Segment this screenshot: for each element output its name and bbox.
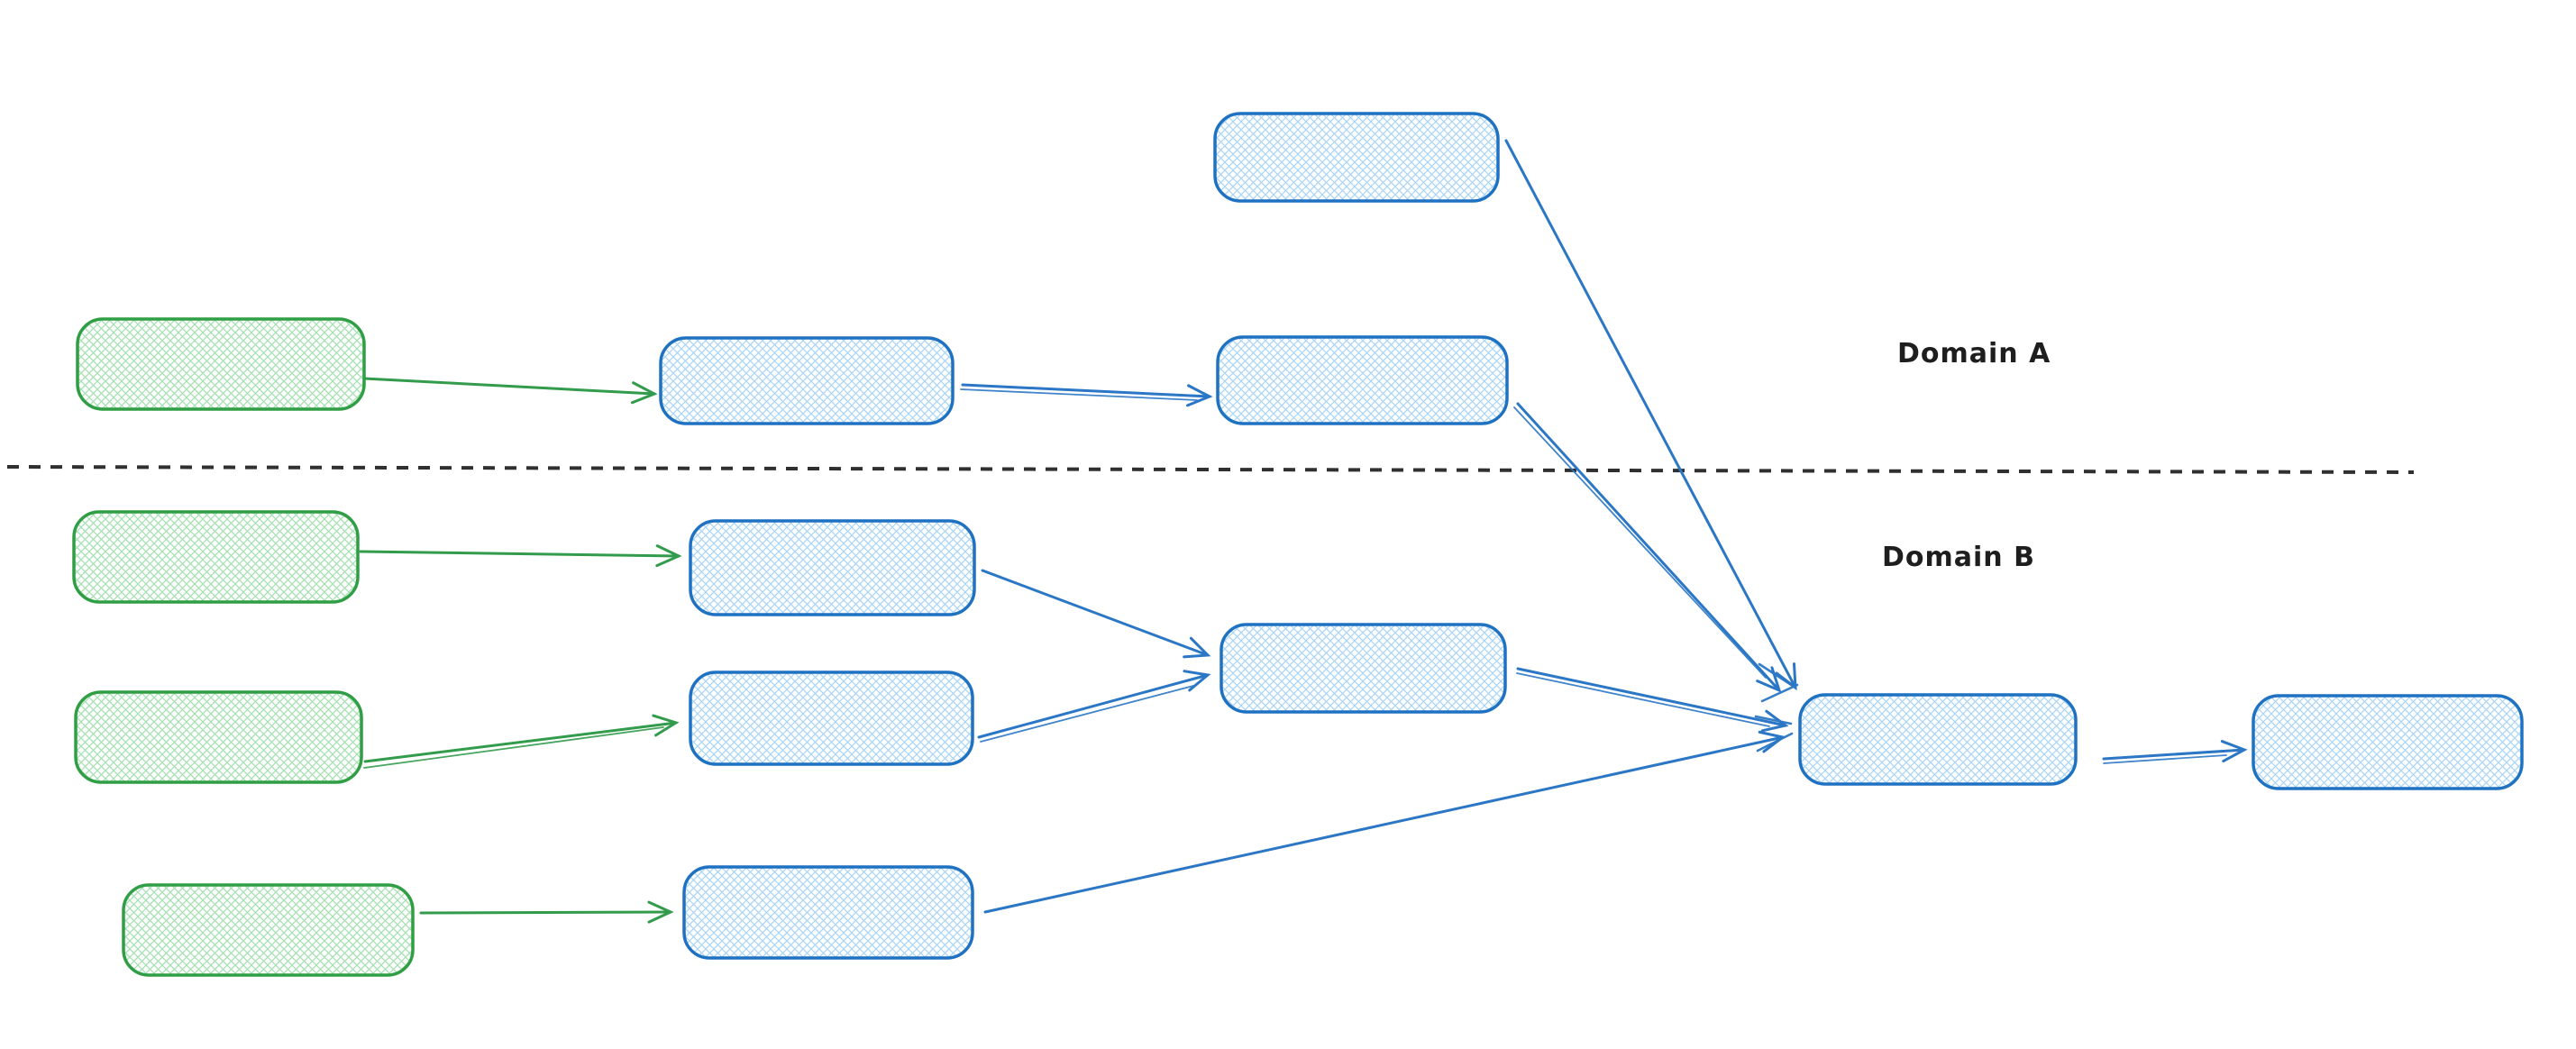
node-domain-a-source[interactable] — [76, 317, 366, 411]
arrow-shaft — [419, 900, 674, 924]
arrow-shaft — [363, 714, 680, 763]
arrow-domain-b-step-2-to-merge[interactable] — [977, 670, 1211, 743]
arrow-domain-b-merge-to-hub[interactable] — [1516, 667, 1789, 733]
sketch-stroke — [1756, 732, 1794, 753]
sketch-stroke — [1754, 715, 1793, 725]
arrow-sketch-stroke — [980, 685, 1194, 743]
arrow-shaft — [977, 670, 1211, 739]
sketch-stroke — [1760, 683, 1799, 703]
arrow-domain-b-step-1-to-merge[interactable] — [981, 569, 1211, 659]
node-domain-b-step-3[interactable] — [682, 865, 974, 960]
node-domain-b-source-1[interactable] — [72, 510, 360, 604]
arrow-shaft — [961, 383, 1213, 407]
arrow-shaft — [981, 569, 1211, 659]
arrow-domain-b-source-3-to-step-3[interactable] — [419, 900, 674, 924]
node-domain-a-top[interactable] — [1213, 112, 1500, 203]
arrow-shaft — [2102, 740, 2248, 763]
arrow-sketch-stroke — [1516, 672, 1770, 727]
arrow-domain-b-source-2-to-step-2[interactable] — [363, 714, 680, 769]
arrow-shaft — [983, 730, 1786, 914]
arrow-shaft — [359, 544, 682, 568]
arrow-sketch-stroke — [363, 726, 664, 769]
label-domain-a[interactable]: Domain A — [1897, 338, 2051, 369]
node-domain-b-step-1[interactable] — [689, 519, 976, 616]
node-domain-b-source-2[interactable] — [74, 690, 363, 784]
arrow-sketch-stroke — [960, 388, 1198, 401]
node-domain-b-step-2[interactable] — [689, 670, 974, 766]
arrow-hub-to-output[interactable] — [2102, 740, 2248, 764]
arrow-sketch-stroke — [2103, 754, 2227, 764]
arrow-domain-b-step-3-to-hub[interactable] — [983, 730, 1786, 914]
arrow-shaft — [1516, 667, 1789, 733]
node-domain-b-merge[interactable] — [1219, 623, 1507, 714]
arrow-domain-a-step-2-to-hub[interactable] — [1513, 402, 1782, 693]
node-domain-b-source-3[interactable] — [122, 883, 415, 977]
arrow-domain-b-source-1-to-step-1[interactable] — [359, 544, 682, 568]
node-domain-a-step-2[interactable] — [1216, 335, 1509, 425]
node-hub[interactable] — [1798, 693, 2078, 786]
arrow-shaft — [362, 377, 658, 405]
node-output[interactable] — [2252, 694, 2524, 790]
arrow-domain-a-top-to-hub[interactable] — [1504, 139, 1797, 691]
arrow-domain-a-source-to-step-1[interactable] — [362, 377, 658, 405]
arrow-shaft — [1516, 402, 1782, 693]
arrow-domain-a-step-1-to-step-2[interactable] — [960, 383, 1213, 407]
node-domain-a-step-1[interactable] — [659, 336, 955, 425]
hub-convergence-sketch-strokes — [1754, 662, 1799, 753]
label-domain-b[interactable]: Domain B — [1882, 542, 2035, 573]
arrow-shaft — [1504, 139, 1797, 691]
arrow-sketch-stroke — [1513, 406, 1767, 679]
sketch-stroke — [1758, 662, 1797, 689]
